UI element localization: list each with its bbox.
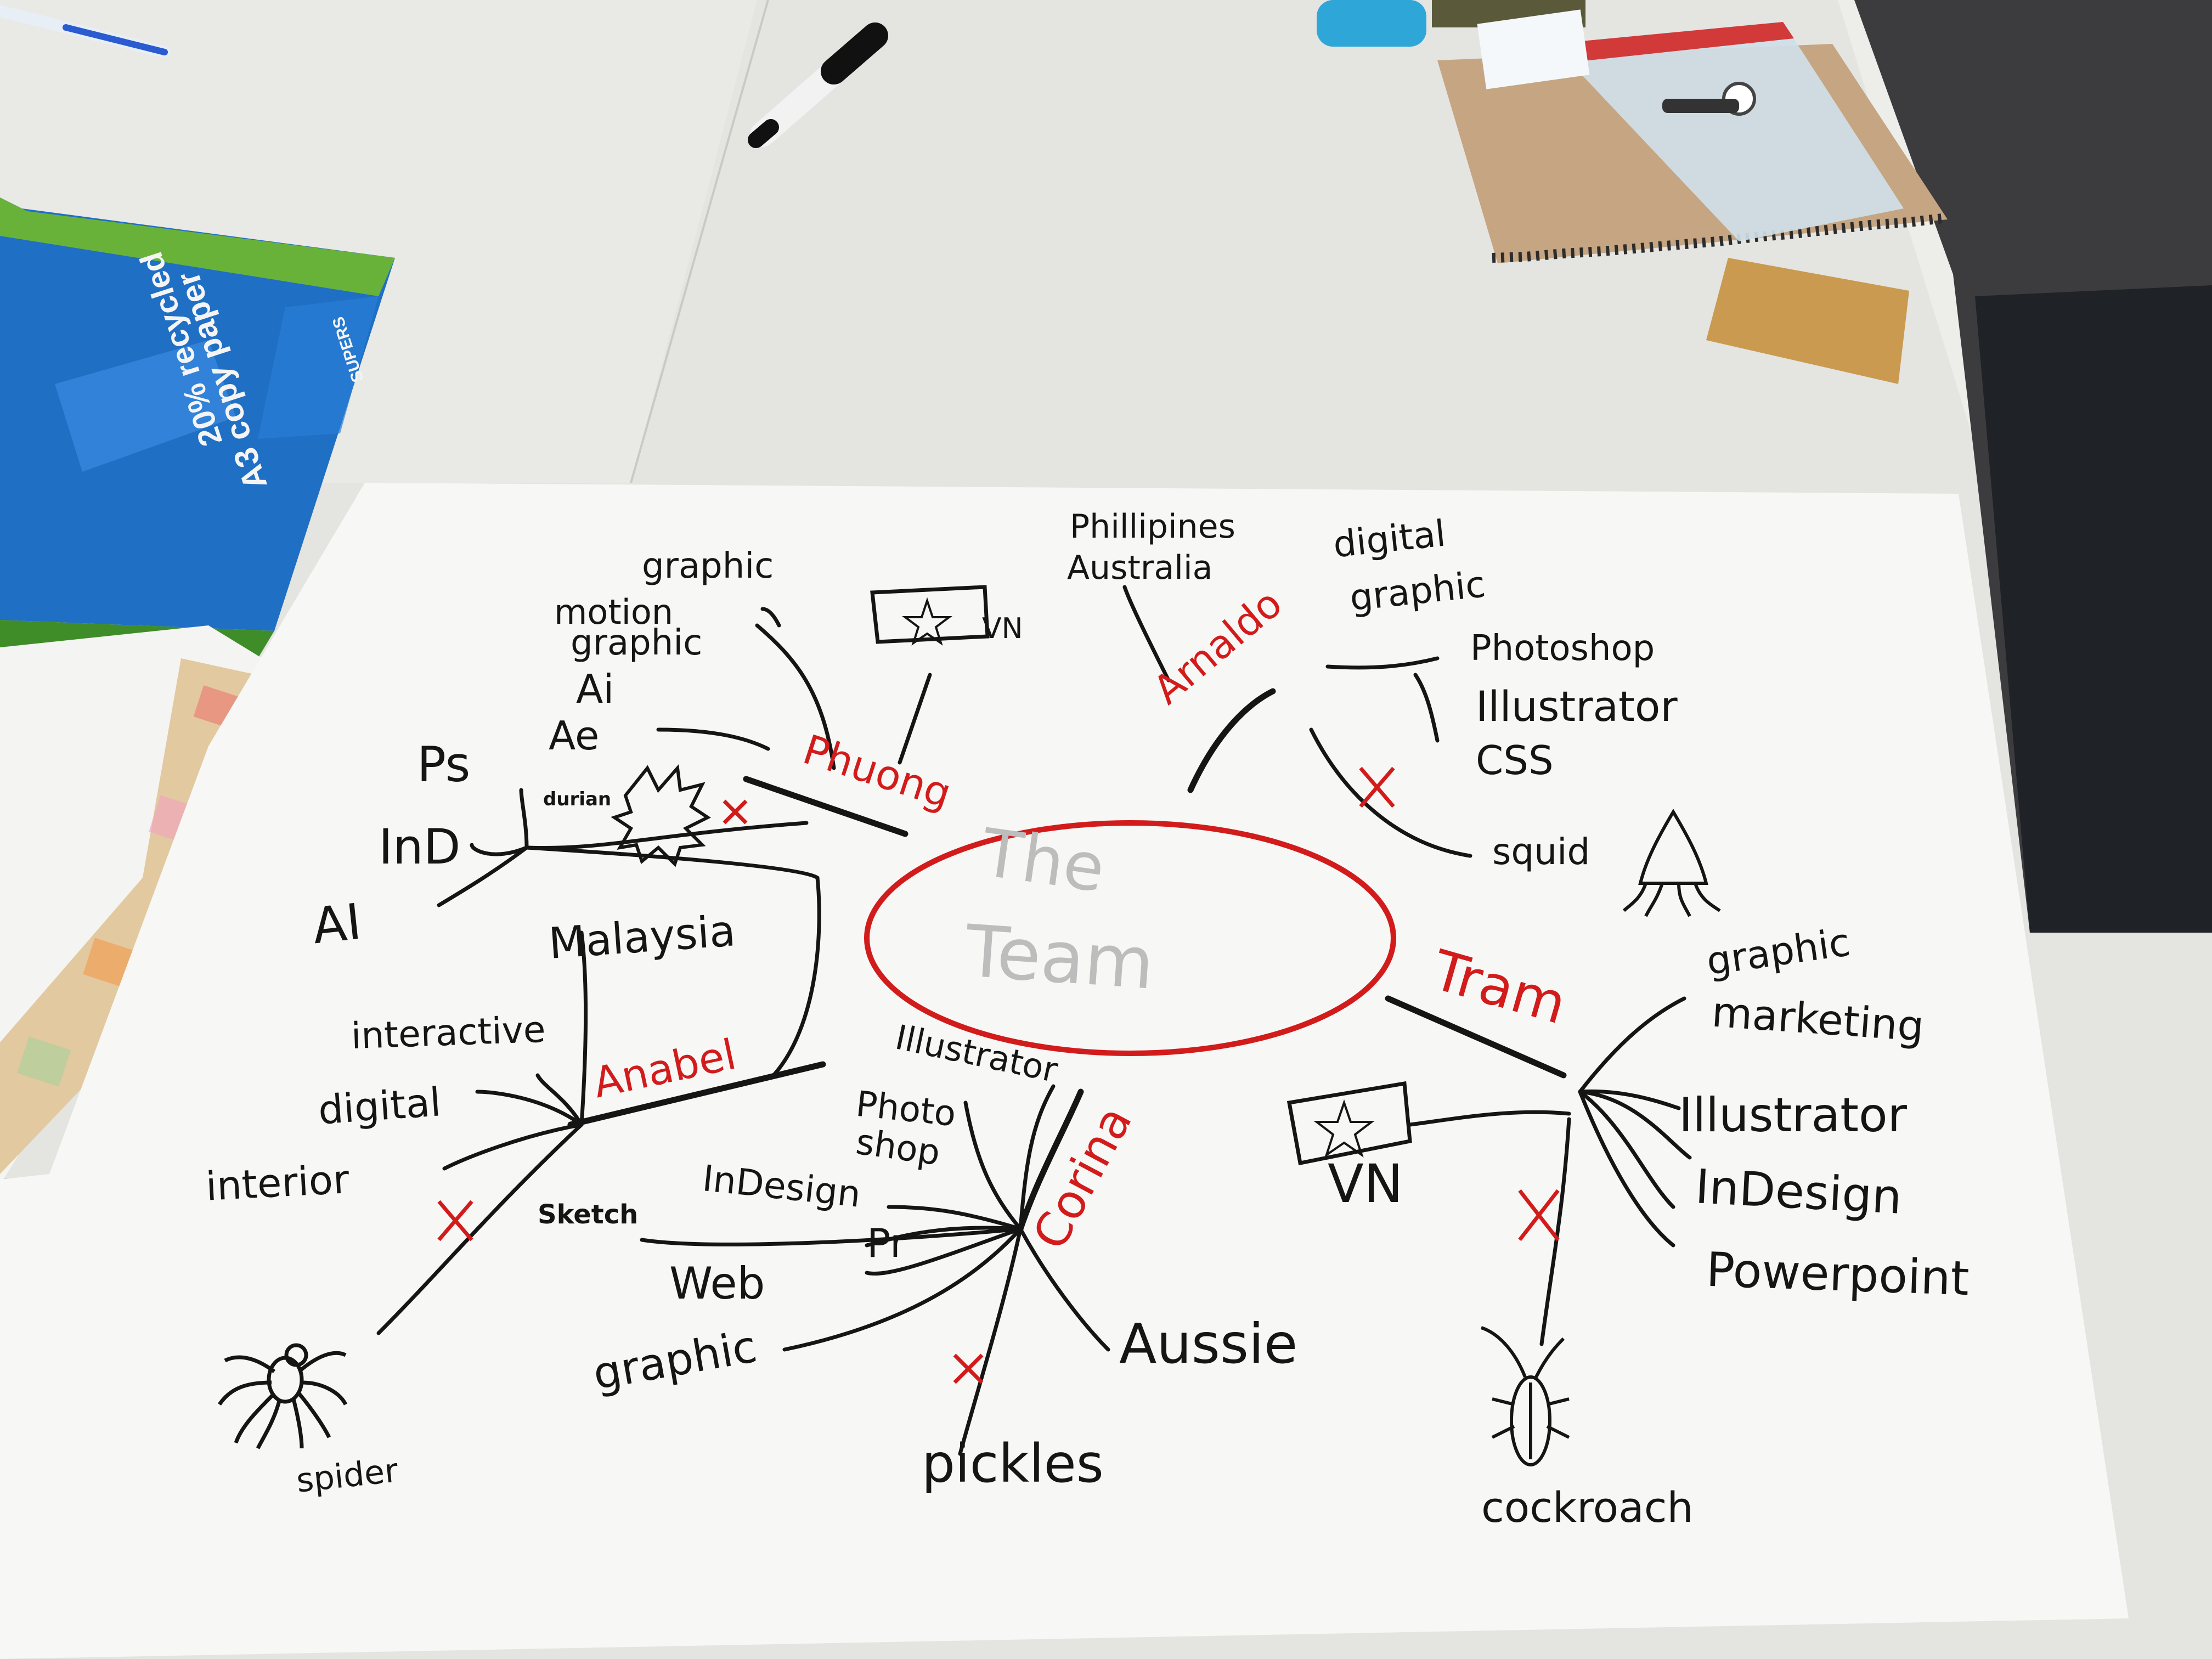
whiteboard-marker	[748, 22, 888, 148]
center-ellipse	[864, 820, 1396, 1056]
chair	[1975, 285, 2212, 933]
arnaldo-origin-1: Phillipines	[1070, 507, 1235, 546]
tram-flag-label: VN	[1328, 1153, 1403, 1215]
tram-skill-indesign: InDesign	[1694, 1159, 1904, 1225]
arnaldo-origin-2: Australia	[1067, 549, 1213, 587]
phuong-skill-ae: Ae	[549, 713, 600, 759]
phuong-skill-ps: Ps	[417, 736, 471, 793]
anabel-skill-interior: interior	[204, 1156, 351, 1210]
tram-skill-powerpoint: Powerpoint	[1705, 1242, 1970, 1307]
center-title-line1: The	[977, 815, 1109, 907]
phuong-skill-graphic: graphic	[642, 546, 774, 586]
anabel-skill-interactive: interactive	[350, 1008, 546, 1058]
cockroach-icon	[1481, 1326, 1570, 1466]
small-notebook	[1706, 258, 1909, 384]
ballpoint-pen	[0, 5, 171, 58]
table-seam	[630, 0, 769, 483]
phuong-skill-motion-graphic: graphic	[571, 623, 703, 663]
paper-box	[0, 198, 395, 658]
corina-skill-pr: Pr	[867, 1220, 906, 1266]
sticky-note	[1477, 9, 1590, 89]
arnaldo-animal-squid: squid	[1492, 831, 1590, 873]
chart-paper	[0, 483, 2129, 1659]
pencil-case	[1553, 22, 1904, 241]
anabel-skill-digital: digital	[317, 1079, 443, 1133]
arnaldo-skill-css: CSS	[1476, 737, 1554, 783]
squid-icon	[1622, 809, 1721, 917]
anabel-animal-spider: spider	[294, 1451, 400, 1500]
phuong-skill-ai-caps: AI	[309, 893, 364, 956]
tram-animal-cockroach: cockroach	[1481, 1483, 1694, 1532]
phuong-skill-motion: motion	[554, 592, 674, 632]
phuong-skill-ind: InD	[379, 819, 461, 875]
red-marks	[437, 766, 1560, 1384]
corina-skill-sketch: Sketch	[538, 1199, 639, 1230]
corina-skill-web: Web	[669, 1258, 765, 1309]
corina-food-pickles: pickles	[922, 1433, 1104, 1494]
flag-vn-phuong-icon	[870, 585, 990, 646]
tram-skill-illustrator: Illustrator	[1679, 1088, 1907, 1143]
phuong-skill-ai: Ai	[576, 666, 614, 712]
center-title-line2: Team	[963, 909, 1157, 1006]
arnaldo-skill-illustrator: Illustrator	[1476, 682, 1678, 731]
flag-vn-tram-icon	[1286, 1081, 1412, 1166]
mind-map-lines	[376, 585, 1692, 1456]
anabel-origin-malaysia: Malaysia	[547, 906, 737, 969]
arnaldo-skill-photoshop: Photoshop	[1470, 628, 1655, 669]
phuong-flag-label: VN	[982, 612, 1023, 645]
corina-origin-aussie: Aussie	[1119, 1312, 1298, 1376]
spider-icon	[218, 1343, 348, 1449]
phuong-food-durian: durian	[543, 788, 612, 810]
durian-icon	[611, 764, 711, 867]
